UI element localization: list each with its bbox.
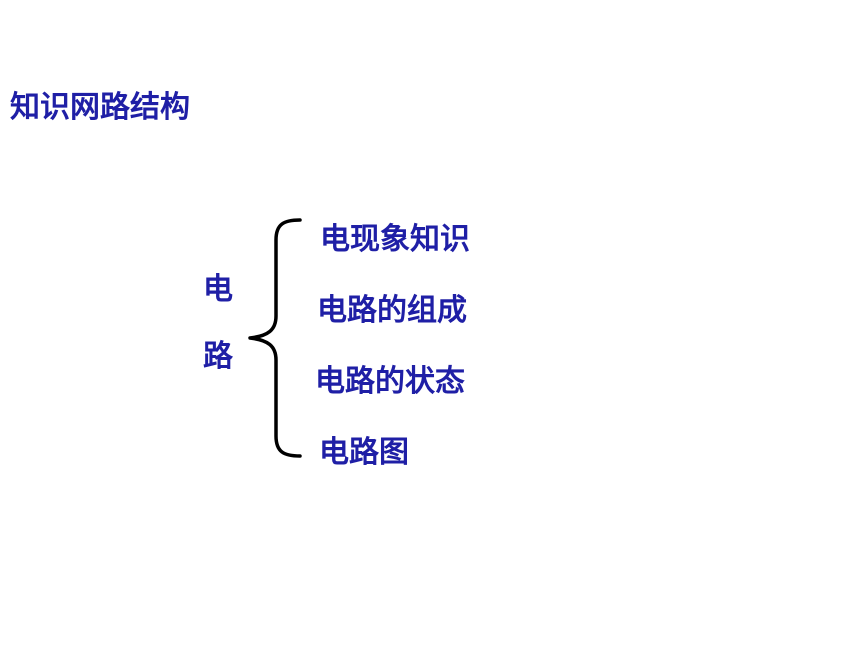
root-label-char-2: 路 xyxy=(203,339,233,374)
branch-item-circuit-composition: 电路的组成 xyxy=(317,293,467,328)
root-label-char-1: 电 xyxy=(203,272,233,307)
slide-title: 知识网路结构 xyxy=(10,90,190,125)
branch-item-electric-phenomena: 电现象知识 xyxy=(320,222,470,257)
branch-item-circuit-diagram: 电路图 xyxy=(319,435,409,470)
curly-brace-connector xyxy=(248,218,302,458)
branch-item-circuit-states: 电路的状态 xyxy=(315,364,465,399)
